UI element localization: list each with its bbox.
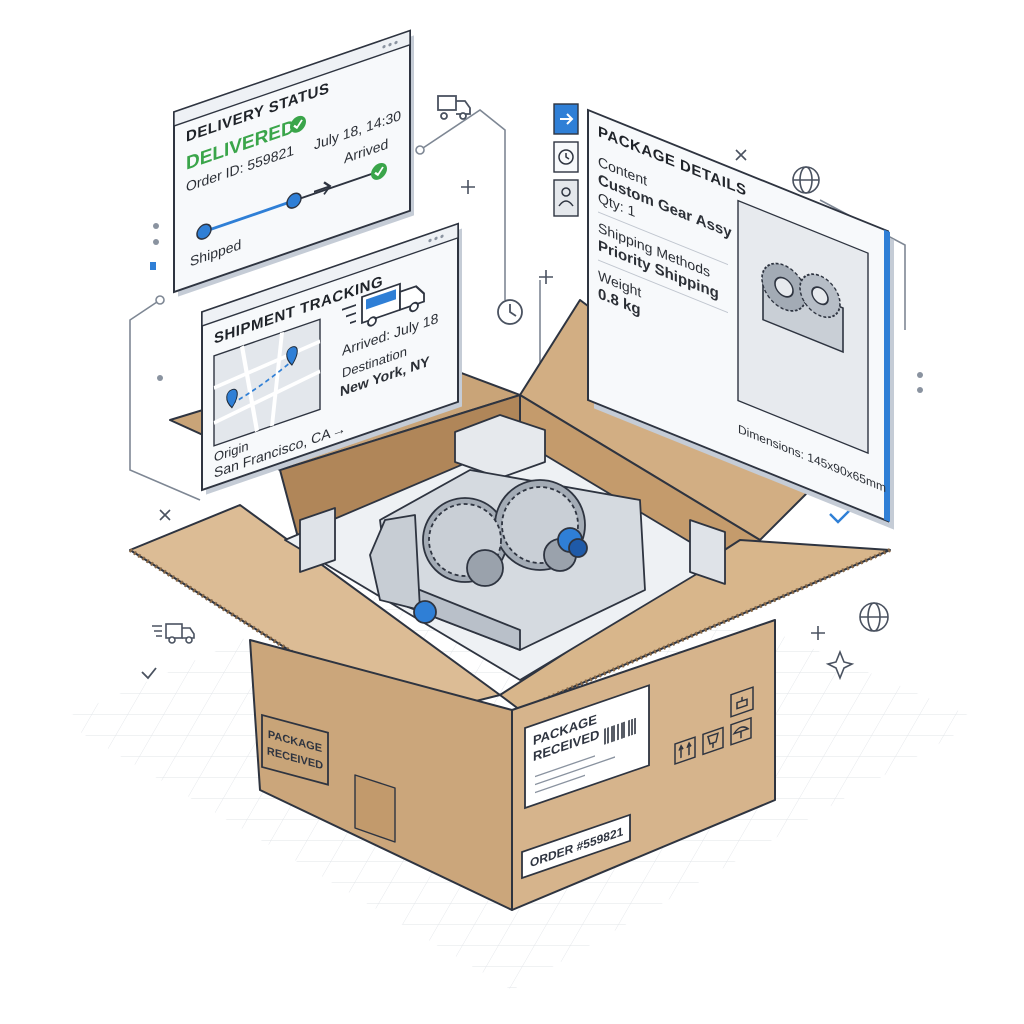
route-arrow: → — [332, 421, 346, 441]
delivery-status-panel: DELIVERY STATUS DELIVERED Order ID: 5598… — [173, 29, 414, 297]
window-dots — [382, 40, 398, 49]
truck-icon — [437, 95, 471, 120]
gearbox-illustration — [369, 469, 646, 651]
check-icon — [141, 507, 853, 680]
clock-icon — [497, 299, 523, 325]
map-pin-icon — [226, 346, 298, 409]
details-side-toolbar — [553, 103, 579, 217]
toolbar-arrow-button[interactable] — [553, 103, 579, 135]
toolbar-user-button[interactable] — [553, 179, 579, 217]
delivery-truck-icon — [342, 282, 425, 327]
globe-icon — [792, 166, 889, 632]
progress-track — [196, 162, 387, 240]
package-details-panel: PACKAGE DETAILS Content Custom Gear Assy… — [587, 108, 894, 530]
truck-icon-small — [152, 623, 195, 644]
route-map — [213, 318, 321, 447]
handling-icons — [674, 686, 754, 766]
dots-decoration — [150, 223, 923, 393]
gear-assembly-image — [737, 199, 869, 455]
order-label — [521, 813, 631, 880]
status-check-icon — [290, 115, 306, 133]
received-stamp — [261, 713, 329, 786]
barcode — [604, 717, 636, 745]
toolbar-clock-button[interactable] — [553, 141, 579, 173]
sparkle-icon — [159, 149, 855, 681]
window-dots — [428, 234, 444, 243]
